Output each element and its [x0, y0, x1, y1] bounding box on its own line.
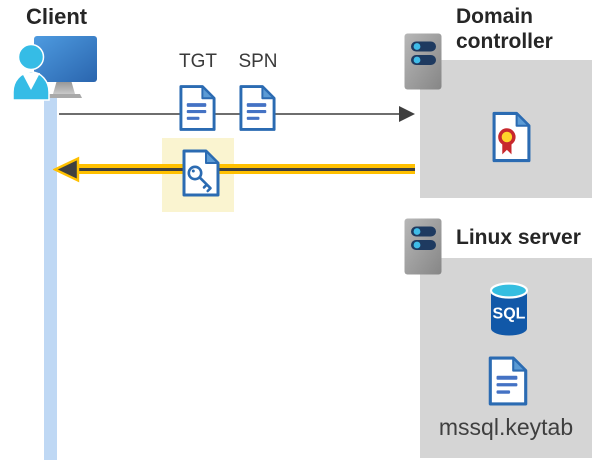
request-arrow-line — [59, 113, 400, 115]
sql-badge-text: SQL — [493, 306, 526, 323]
client-lifeline-bar — [44, 96, 57, 460]
tgt-document-icon — [179, 85, 216, 131]
certificate-icon — [492, 111, 531, 163]
request-arrowhead-icon — [399, 106, 415, 122]
sql-database-icon: SQL — [489, 282, 529, 336]
keytab-filename-label: mssql.keytab — [438, 414, 574, 440]
client-label: Client — [26, 4, 88, 29]
user-at-monitor-icon — [12, 36, 97, 101]
spn-document-icon — [239, 85, 276, 131]
linux-server-label: Linux server — [456, 226, 581, 249]
domain-controller-server-icon — [404, 33, 442, 90]
linux-server-icon — [404, 218, 442, 275]
domain-controller-label: Domain controller — [456, 5, 553, 53]
tgt-label: TGT — [179, 51, 217, 72]
session-key-document-icon — [182, 149, 220, 197]
response-arrow-core — [76, 167, 415, 171]
spn-label: SPN — [238, 51, 278, 72]
keytab-document-icon — [488, 356, 528, 406]
response-arrowhead-icon — [53, 156, 80, 183]
